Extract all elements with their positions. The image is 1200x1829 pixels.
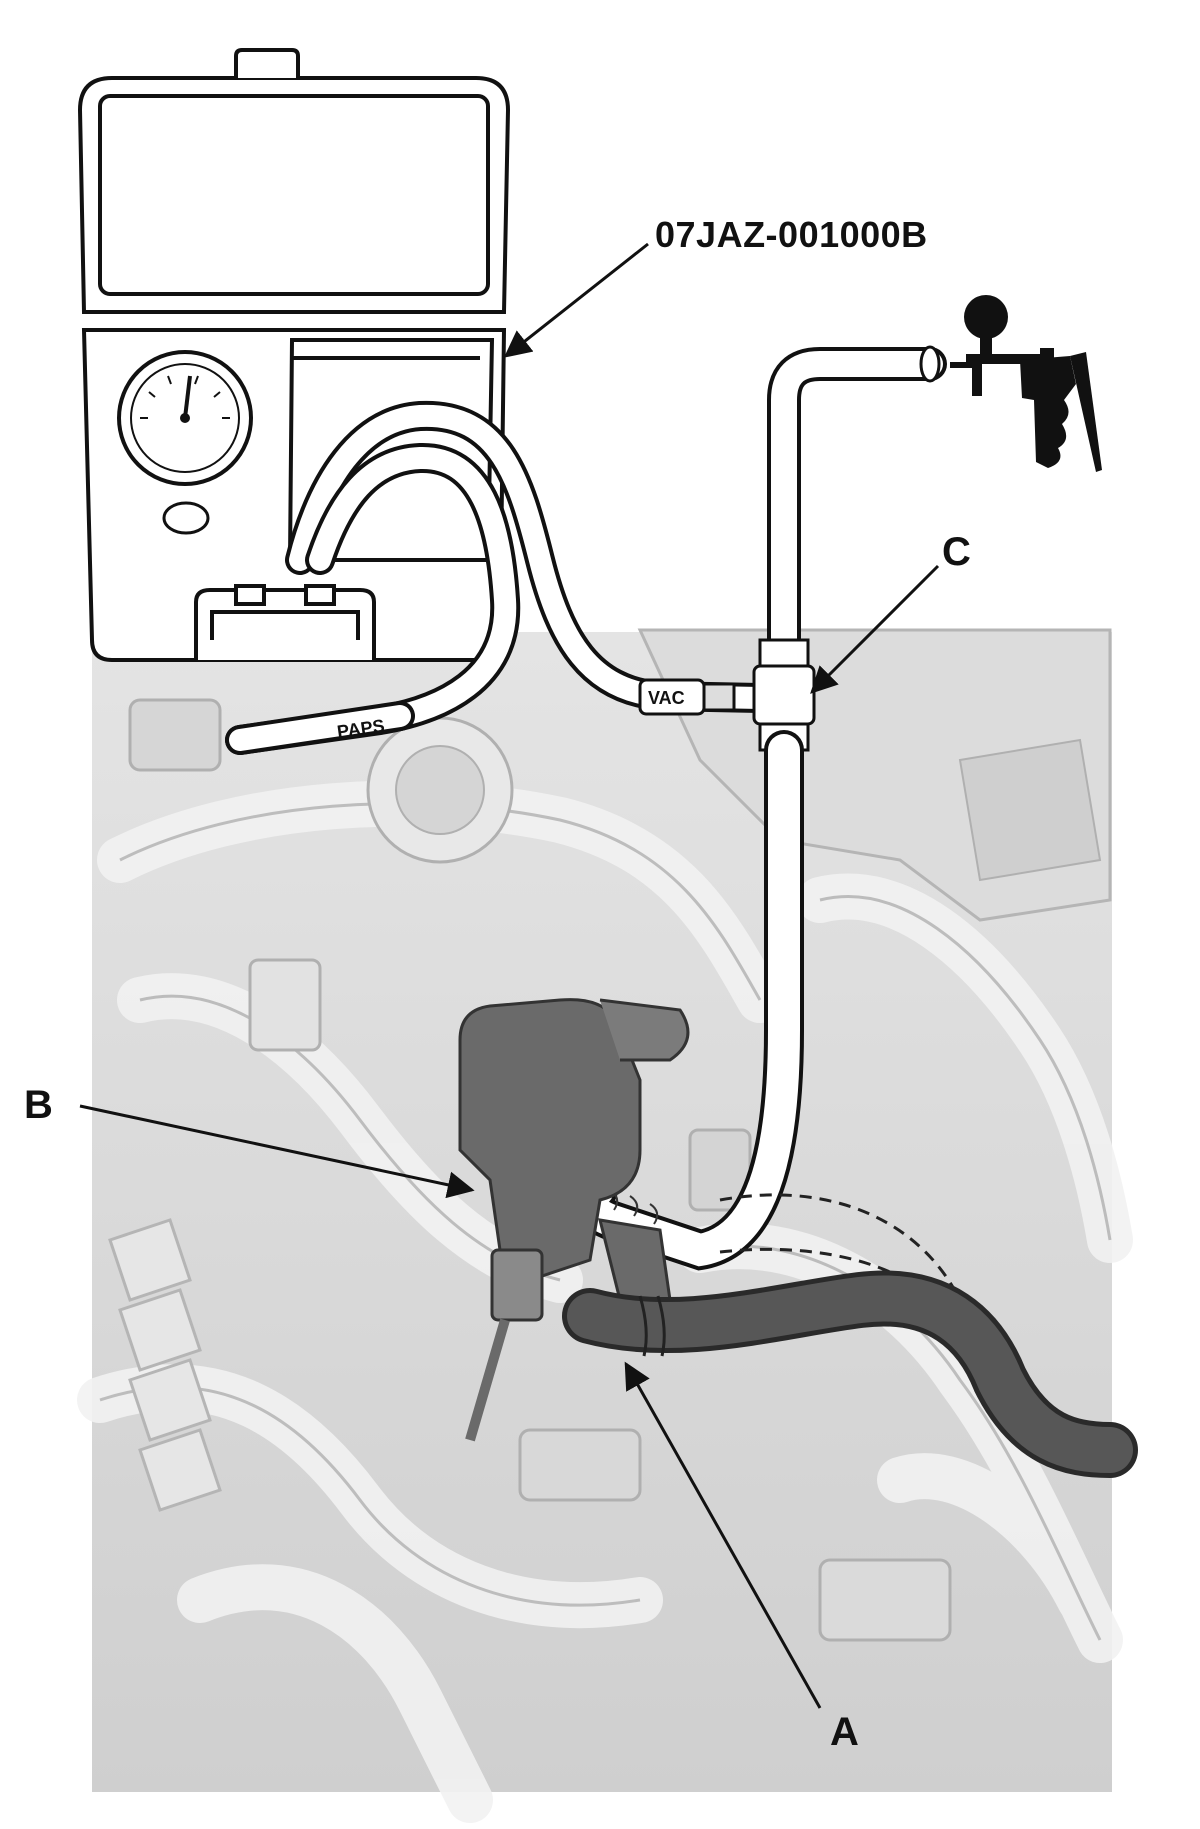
vacuum-gauge-icon	[117, 350, 253, 486]
leader-c	[810, 564, 940, 694]
tee-fitting	[752, 638, 816, 752]
engine-bay-background	[77, 628, 1133, 1823]
case-handle	[194, 588, 376, 660]
hose-band-clamp	[638, 1295, 666, 1357]
callout-a-label: A	[830, 1710, 859, 1754]
purge-hose-a	[562, 1270, 1138, 1478]
callout-c-label: C	[942, 530, 971, 574]
purge-valve-b	[458, 998, 690, 1442]
callout-leaders	[79, 242, 940, 1709]
callout-b-label: B	[24, 1083, 53, 1127]
hand-vacuum-pump-icon	[950, 295, 1102, 472]
tester-hoses	[225, 400, 775, 755]
vac-coupler: VAC	[638, 678, 736, 716]
case-latch	[234, 48, 300, 78]
vac-hose-tag: VAC	[648, 688, 685, 708]
leader-part-number	[503, 242, 649, 358]
case-vent-hole	[162, 501, 210, 535]
leader-a	[624, 1361, 822, 1709]
tool-part-number-label: 07JAZ-001000B	[655, 214, 928, 255]
leader-b	[79, 1104, 475, 1199]
vacuum-hose-upper	[767, 347, 947, 657]
hose-open-end	[919, 345, 941, 383]
